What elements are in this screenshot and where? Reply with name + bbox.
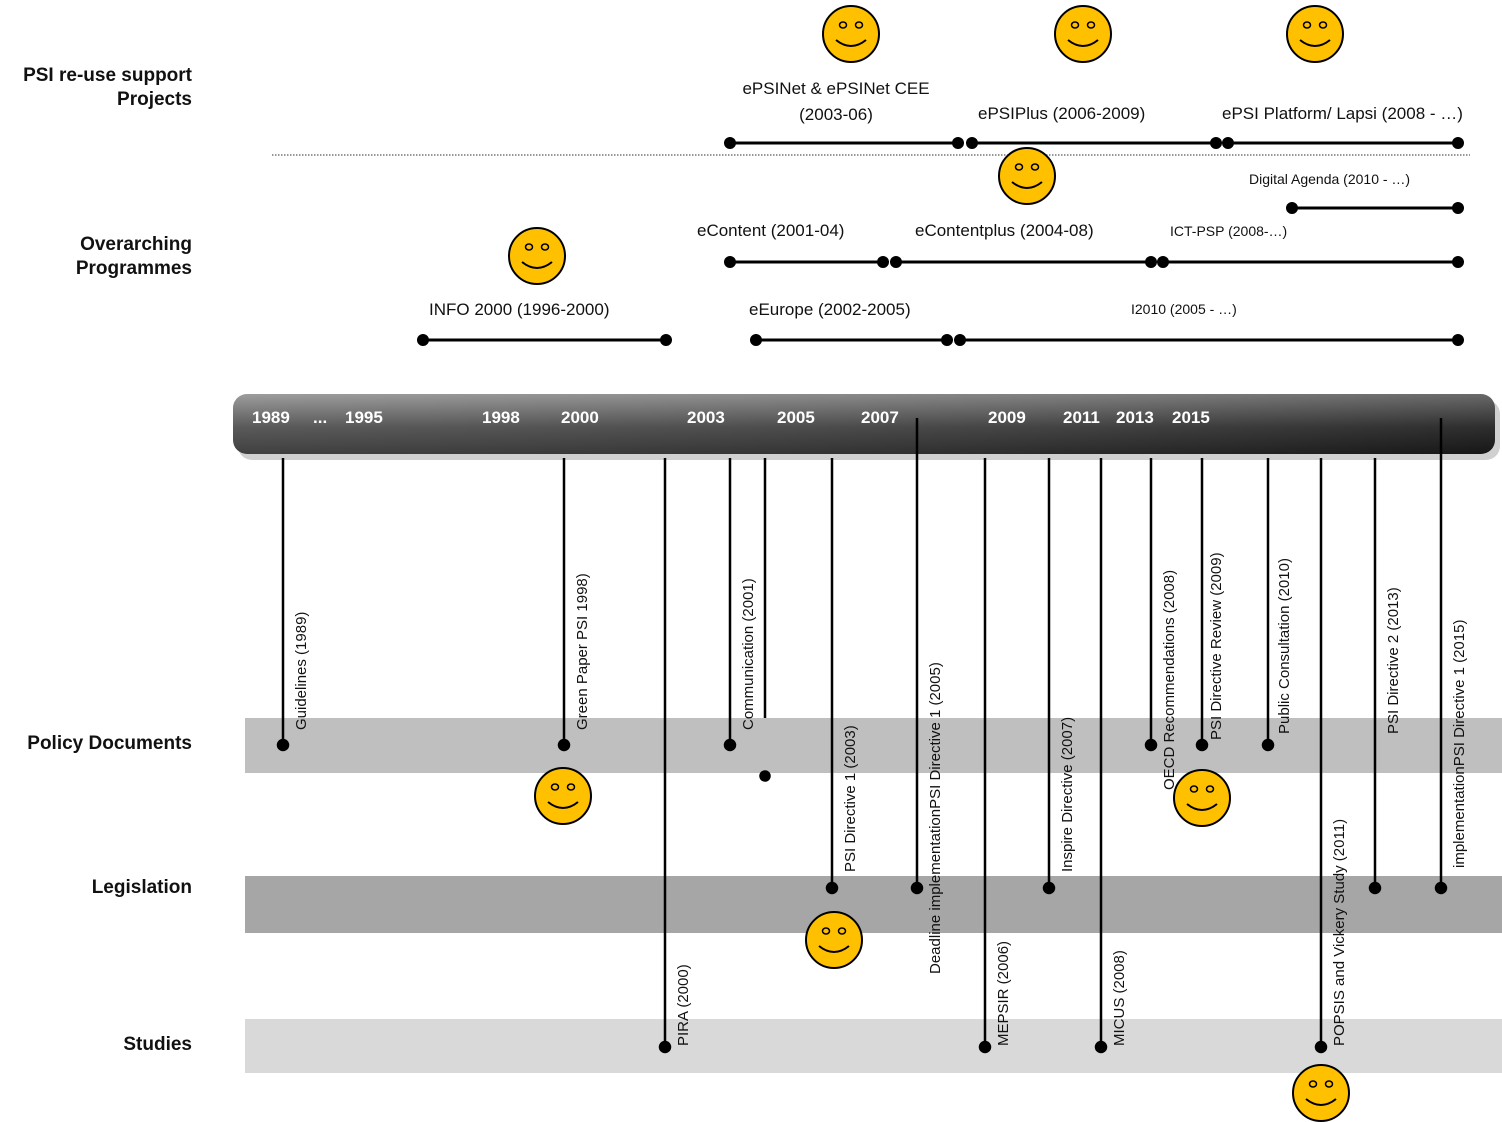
event-label: PIRA (2000) xyxy=(675,964,692,1046)
row-label-programmes: Overarching Programmes xyxy=(75,234,192,279)
programme-label: Digital Agenda (2010 - …) xyxy=(1249,171,1411,187)
row-label-policy: Policy Documents xyxy=(27,733,192,754)
event-label: Green Paper PSI 1998) xyxy=(574,573,591,730)
smiley-icon xyxy=(508,227,566,285)
timeline-bar-sheen xyxy=(233,394,1495,454)
row-label-legislation: Legislation xyxy=(91,877,192,898)
event-label: Inspire Directive (2007) xyxy=(1059,716,1076,872)
row-label-projects: PSI re-use support Projects xyxy=(23,65,192,110)
timeline-year: 2013 xyxy=(1116,408,1154,427)
event-label: Public Consultation (2010) xyxy=(1276,558,1293,734)
timeline-year: 2009 xyxy=(988,408,1026,427)
event-label: PSI Directive 2 (2013) xyxy=(1385,587,1402,734)
event-label: POPSIS and Vickery Study (2011) xyxy=(1331,818,1348,1046)
programme-label: INFO 2000 (1996-2000) xyxy=(429,300,610,319)
programme-label: I2010 (2005 - …) xyxy=(1131,301,1237,317)
project-label: ePSINet & ePSINet CEE (2003-06) xyxy=(742,79,930,124)
timeline-year: 2015 xyxy=(1172,408,1210,427)
timeline-year: 1995 xyxy=(345,408,383,427)
row-label-studies: Studies xyxy=(123,1034,192,1055)
smiley-icon xyxy=(1173,769,1231,827)
studies-band xyxy=(245,1019,1502,1073)
event-label: MICUS (2008) xyxy=(1111,950,1128,1046)
event-label: Communication (2001) xyxy=(740,578,757,730)
event-stems xyxy=(276,418,1448,1054)
timeline-year: 2007 xyxy=(861,408,899,427)
event-label: Deadline implementationPSI Directive 1 (… xyxy=(927,662,944,974)
smiley-icon xyxy=(805,911,863,969)
timeline-year: 1989 xyxy=(252,408,290,427)
event-label: OECD Recommendations (2008) xyxy=(1161,569,1178,790)
timeline-year: 2000 xyxy=(561,408,599,427)
project-label: ePSIPlus (2006-2009) xyxy=(978,104,1146,123)
timeline-year: ... xyxy=(313,408,328,427)
smiley-icon xyxy=(534,767,592,825)
programme-label: eContent (2001-04) xyxy=(697,221,845,240)
project-bars xyxy=(724,137,1464,149)
event-label: PSI Directive Review (2009) xyxy=(1208,552,1225,740)
timeline-year: 2003 xyxy=(687,408,725,427)
project-label: ePSI Platform/ Lapsi (2008 - …) xyxy=(1222,104,1463,123)
smiley-icon xyxy=(1292,1064,1350,1122)
smiley-icon xyxy=(822,5,880,63)
smiley-icon xyxy=(998,147,1056,205)
timeline-year: 1998 xyxy=(482,408,520,427)
legislation-band xyxy=(245,876,1502,933)
smiley-icon xyxy=(1286,5,1344,63)
event-label: Guidelines (1989) xyxy=(293,611,310,730)
event-label: MEPSIR (2006) xyxy=(995,940,1012,1046)
timeline-year: 2011 xyxy=(1063,408,1100,427)
event-label: implementationPSI Directive 1 (2015) xyxy=(1451,619,1468,868)
programme-label: eEurope (2002-2005) xyxy=(749,300,911,319)
event-label: PSI Directive 1 (2003) xyxy=(842,725,859,872)
timeline-year: 2005 xyxy=(777,408,815,427)
smiley-icon xyxy=(1054,5,1112,63)
programme-bars xyxy=(417,202,1464,346)
programme-label: eContentplus (2004-08) xyxy=(915,221,1094,240)
policy-band xyxy=(245,718,1502,773)
programme-label: ICT-PSP (2008-…) xyxy=(1170,223,1288,239)
